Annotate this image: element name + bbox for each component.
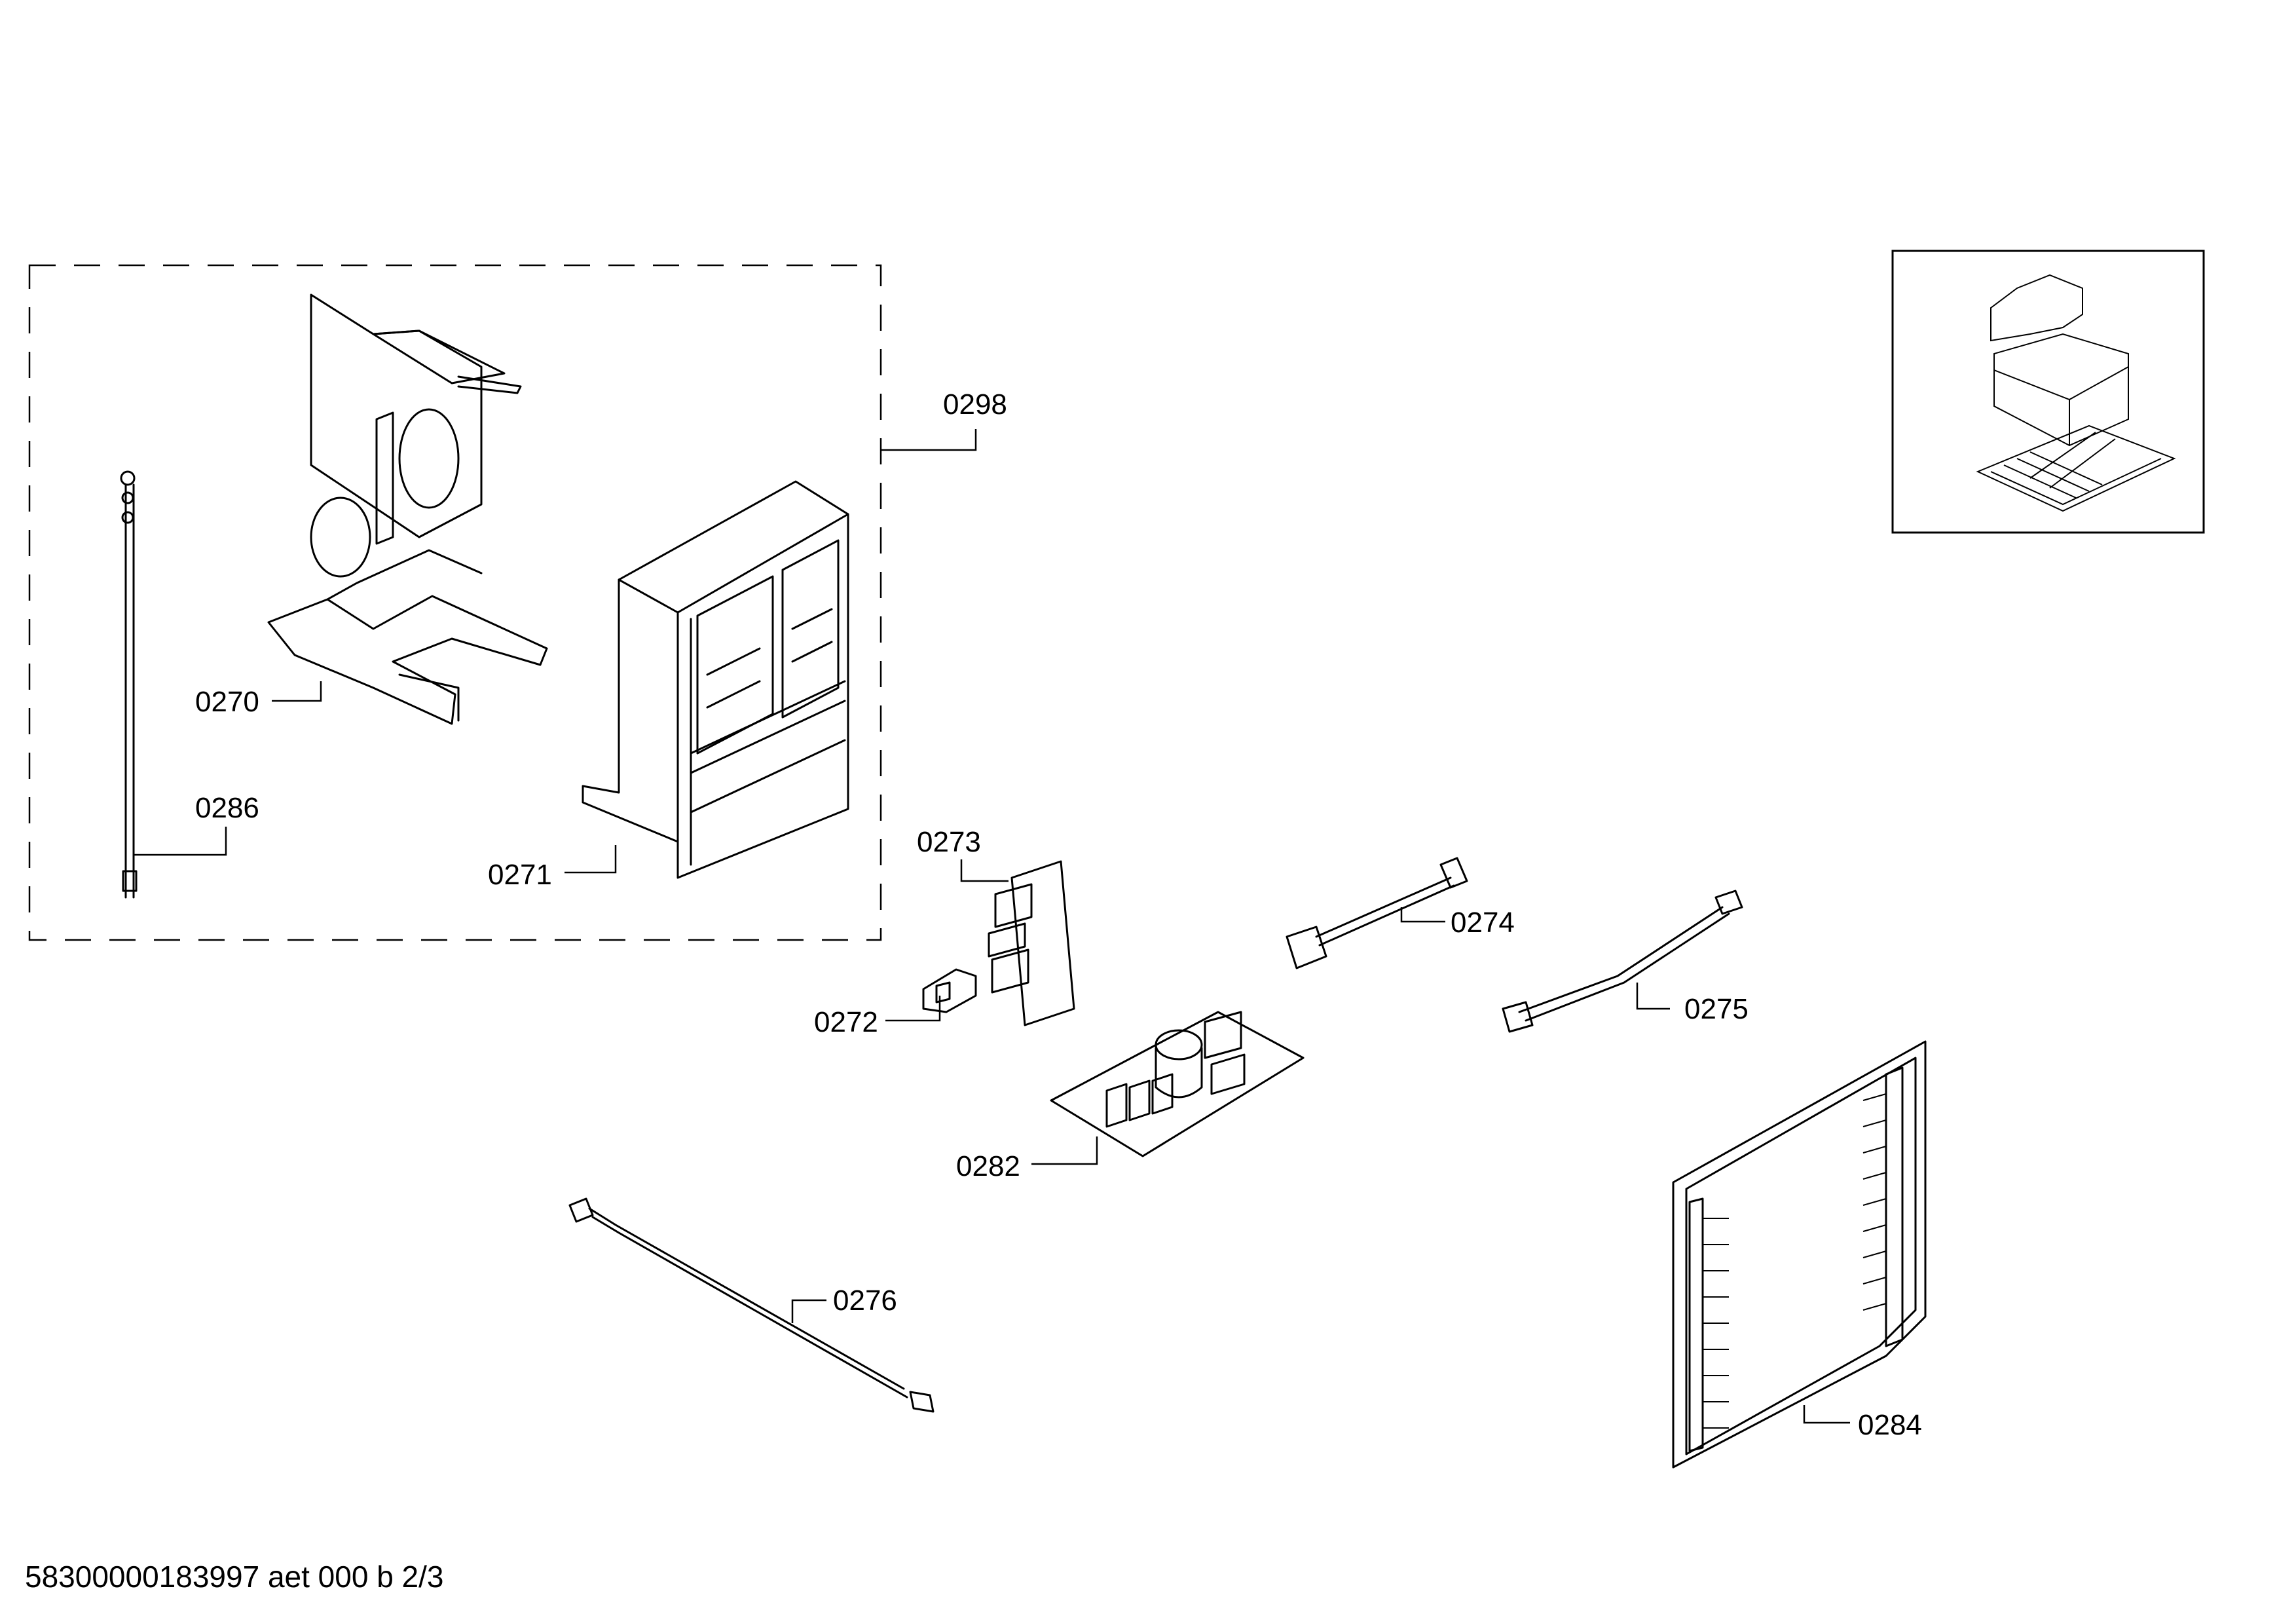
part-label-0275: 0275 (1684, 993, 1749, 1025)
assembly-group-boundary (28, 264, 882, 941)
part-label-0286: 0286 (195, 792, 259, 824)
leader-line-0270 (272, 681, 322, 702)
part-label-0271: 0271 (488, 859, 552, 891)
leader-line-0275 (1636, 983, 1670, 1010)
part-label-0273: 0273 (917, 826, 981, 858)
leader-line-0282 (1031, 1136, 1098, 1165)
part-0282-power-board (1050, 1011, 1305, 1157)
part-label-0298: 0298 (943, 388, 1007, 421)
leader-line-0274 (1400, 907, 1445, 923)
leader-line-0286 (134, 827, 227, 856)
part-0286-cable (120, 470, 138, 899)
part-label-0282: 0282 (956, 1150, 1020, 1182)
leader-line-0273 (960, 859, 1009, 882)
part-0270-mounting-bracket (267, 293, 548, 725)
part-label-0276: 0276 (833, 1285, 897, 1317)
part-label-0270: 0270 (195, 686, 259, 718)
leader-line-0276 (791, 1299, 826, 1323)
part-0273-relay-board (988, 860, 1075, 1026)
part-label-0272: 0272 (814, 1006, 878, 1038)
leader-line-0298 (881, 429, 977, 451)
overview-inset (1891, 250, 2205, 534)
part-0271-housing-frame (582, 480, 849, 879)
part-0274-wire-harness (1286, 857, 1468, 969)
leader-line-0272 (885, 996, 941, 1022)
part-label-0274: 0274 (1451, 907, 1515, 939)
part-0275-wire-harness (1502, 890, 1743, 1033)
part-0272-clip (922, 968, 977, 1013)
part-label-0284: 0284 (1858, 1409, 1922, 1441)
leader-line-0284 (1803, 1405, 1850, 1424)
document-code: 58300000183997 aet 000 b 2/3 (25, 1560, 444, 1594)
leader-line-0271 (565, 845, 617, 874)
part-0276-cable (568, 1197, 935, 1413)
part-0284-grille-panel (1672, 1040, 1927, 1469)
